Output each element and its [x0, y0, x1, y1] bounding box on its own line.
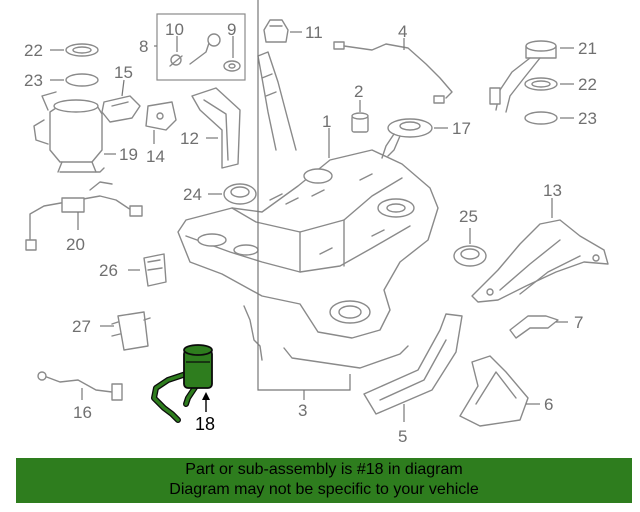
bracket-part-26: [143, 253, 167, 287]
control-module-part-27: [111, 311, 151, 351]
pump-module-part-19: [33, 91, 105, 173]
bracket-part-15: [101, 95, 141, 123]
callout-14: 14: [146, 147, 165, 166]
callout-17: 17: [452, 119, 471, 138]
charcoal-canister-part-18-highlighted: [151, 344, 213, 423]
heat-shield-part-12: [191, 87, 241, 169]
grommet-part-2: [351, 112, 369, 133]
callout-9: 9: [227, 20, 236, 39]
banner-line-2: Diagram may not be specific to your vehi…: [169, 481, 479, 498]
grommet-part-25: [453, 245, 487, 267]
callout-18-highlighted: 18: [195, 414, 215, 434]
callout-24: 24: [183, 185, 202, 204]
callout-1: 1: [322, 112, 331, 131]
callout-4: 4: [398, 22, 407, 41]
bracket-part-5: [363, 313, 463, 415]
callout-11: 11: [305, 23, 323, 42]
callout-23a: 23: [24, 71, 43, 90]
bracket-part-14: [145, 101, 177, 131]
callout-20: 20: [66, 235, 85, 254]
callout-12: 12: [180, 129, 199, 148]
callout-8: 8: [139, 37, 148, 56]
callout-22a: 22: [24, 41, 43, 60]
fuel-pump-unit-part-21: [489, 40, 557, 113]
callout-2: 2: [354, 82, 363, 101]
callout-26: 26: [99, 261, 118, 280]
callout-10: 10: [165, 20, 184, 39]
callout-13: 13: [543, 181, 562, 200]
callout-22b: 22: [578, 75, 597, 94]
callout-25: 25: [459, 207, 478, 226]
bracket-part-6: [459, 355, 529, 427]
callout-23b: 23: [578, 109, 597, 128]
tank-strap-part-3: [243, 305, 409, 369]
fuel-tank-part-1: [177, 51, 439, 339]
bracket-part-7: [509, 315, 559, 339]
sensor-wire-part-4: [333, 41, 453, 104]
seal-ring-part-22b: [524, 77, 558, 91]
o-ring-part-23b: [524, 111, 558, 125]
callout-15: 15: [114, 63, 133, 82]
callout-16: 16: [73, 403, 92, 422]
fuel-sender-part-17: [381, 118, 433, 159]
hose-part-16: [37, 371, 123, 401]
filler-cap-part-11: [263, 19, 289, 43]
callout-19: 19: [119, 145, 138, 164]
o-ring-part-23a: [65, 73, 99, 87]
callout-5: 5: [398, 427, 407, 446]
callout-21: 21: [578, 39, 597, 58]
seal-ring-part-22a: [65, 43, 99, 57]
banner-line-1: Part or sub-assembly is #18 in diagram: [185, 461, 463, 478]
callout-7: 7: [574, 313, 583, 332]
callout-3: 3: [298, 401, 307, 420]
heat-shield-part-13: [471, 219, 609, 303]
callout-6: 6: [544, 395, 553, 414]
info-banner: Part or sub-assembly is #18 in diagram D…: [16, 458, 632, 503]
wiring-harness-part-20: [25, 181, 143, 251]
grommet-part-24: [223, 183, 257, 205]
callout-27: 27: [72, 317, 91, 336]
part-8-group-box: [156, 13, 246, 81]
